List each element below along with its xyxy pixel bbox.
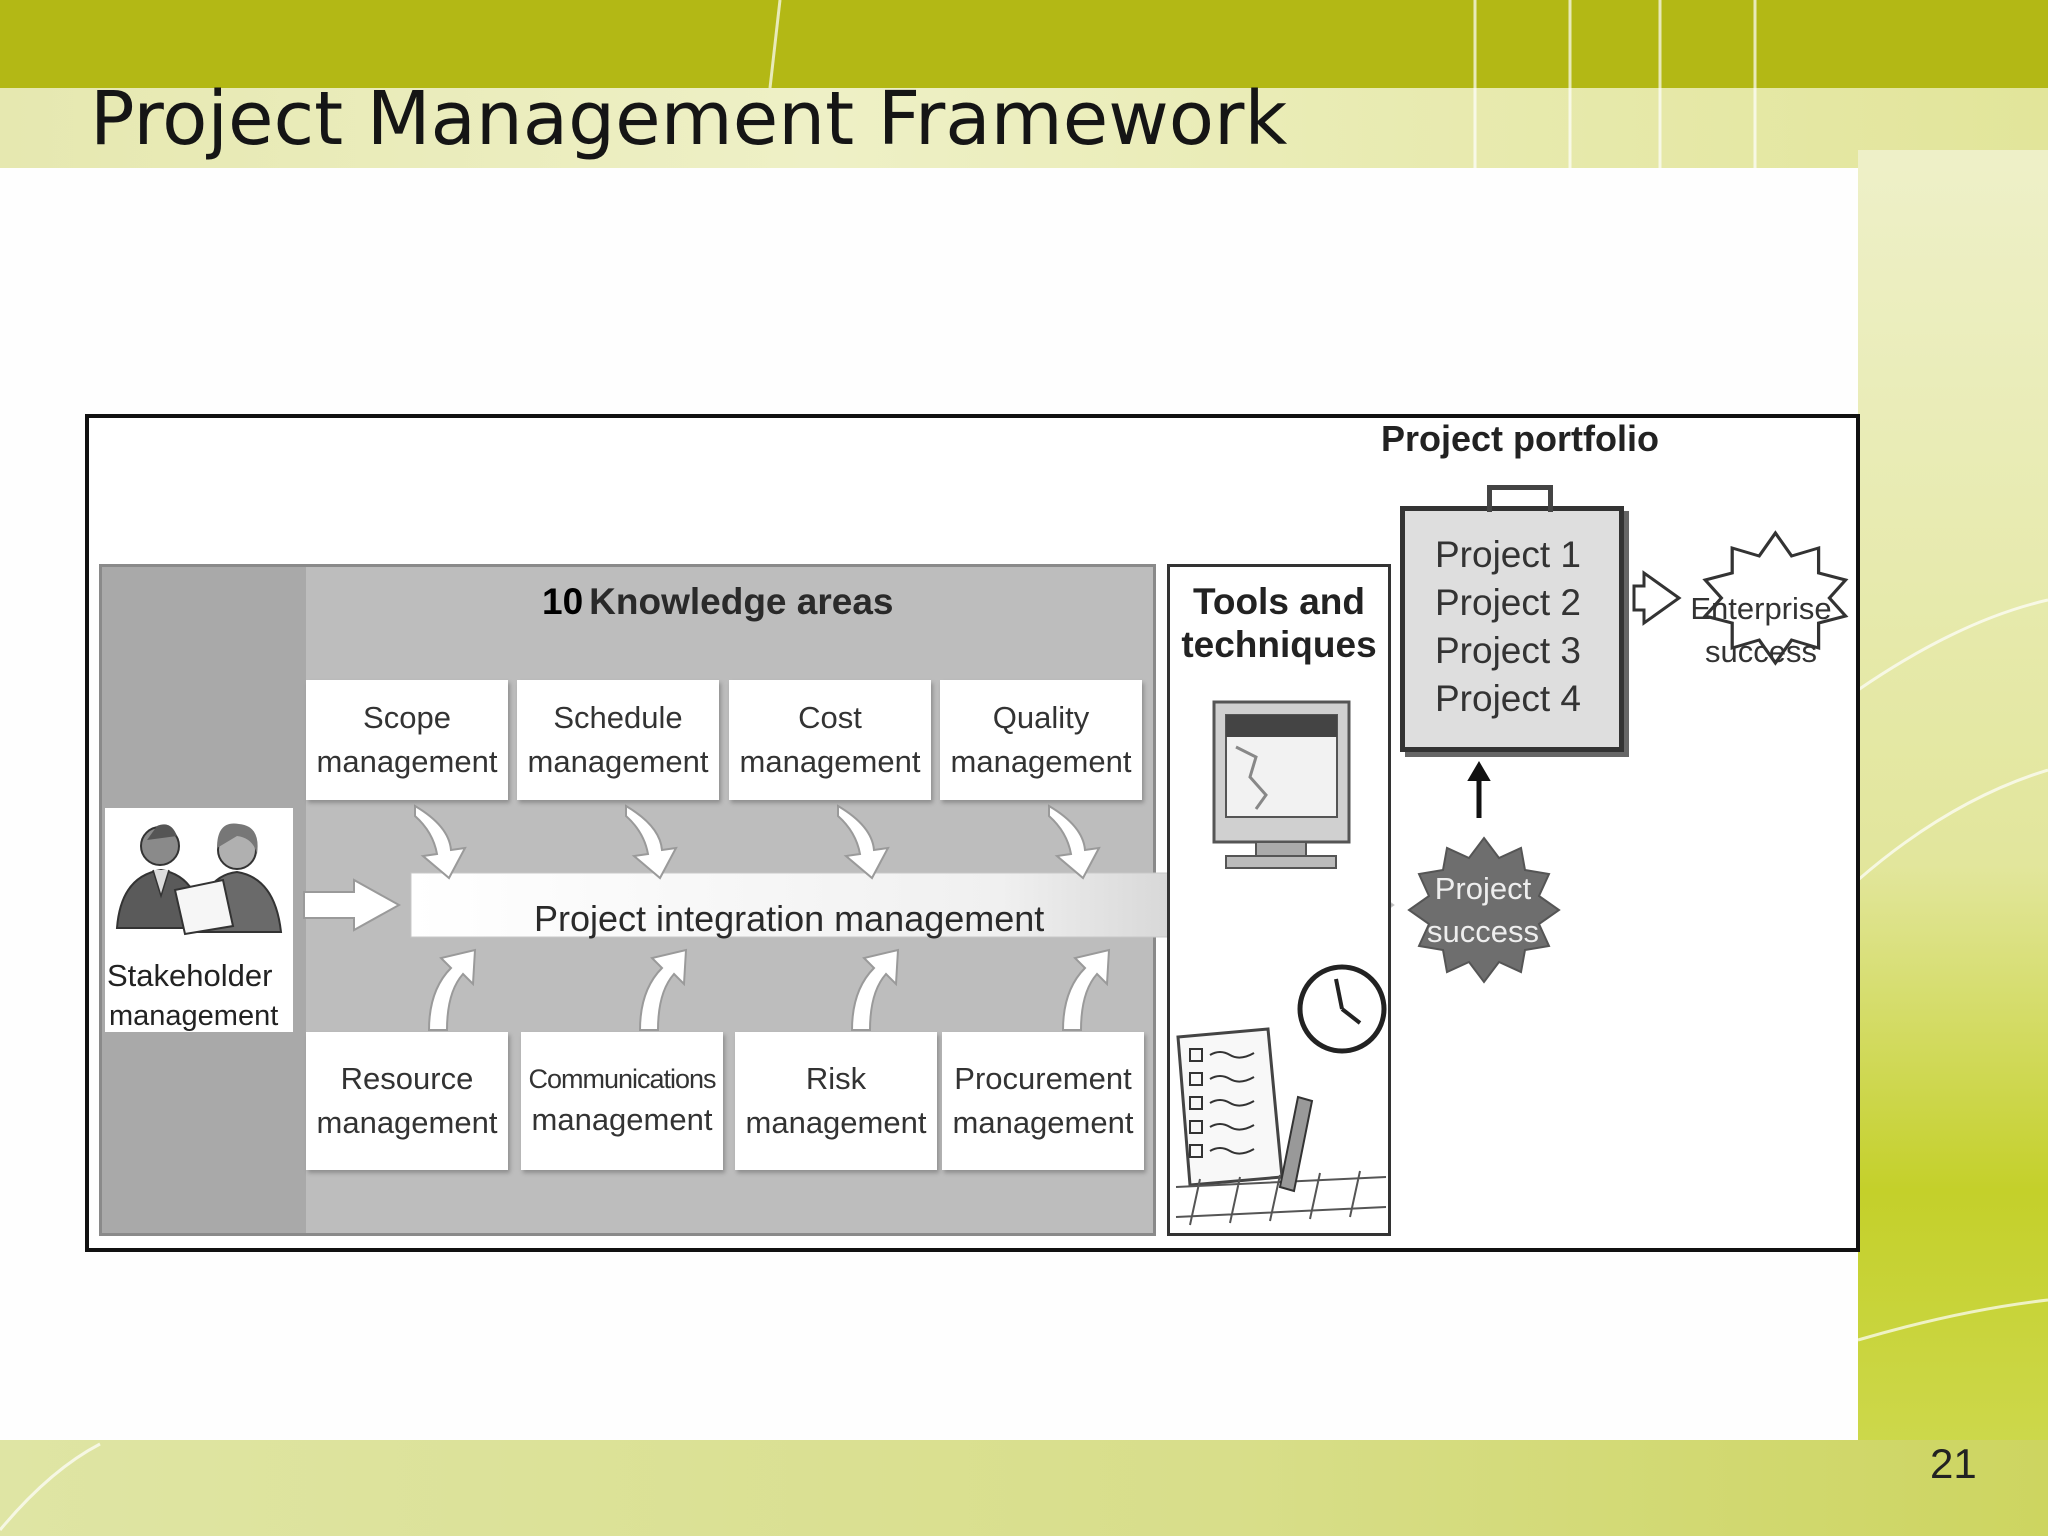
project-item: Project 1	[1435, 534, 1582, 575]
tools-title: Tools and techniques	[1181, 581, 1377, 665]
ka-procurement: Procurement management	[942, 1032, 1144, 1170]
bottom-decoration	[0, 1440, 2048, 1536]
ka-resource: Resource management	[306, 1032, 508, 1170]
stakeholder-label: Stakeholder management	[107, 958, 279, 1032]
portfolio-title: Project portfolio	[1381, 418, 1659, 459]
stakeholder-card: Stakeholder management	[105, 808, 293, 1032]
ka-scope: Scope management	[306, 680, 508, 800]
portfolio-briefcase: Project 1 Project 2 Project 3 Project 4	[1400, 485, 1624, 752]
project-success-burst	[1407, 836, 1561, 984]
ka-communications: Communications management	[521, 1032, 723, 1170]
briefcase-handle	[1487, 485, 1553, 512]
project-item: Project 3	[1435, 630, 1582, 671]
tools-panel: Tools and techniques	[1167, 564, 1391, 1236]
stakeholder-people-icon	[115, 823, 283, 936]
project-success-label: Project success	[1427, 871, 1539, 949]
right-decoration	[1858, 150, 2048, 1450]
checklist-icon	[1175, 1027, 1387, 1226]
ka-cost: Cost management	[729, 680, 931, 800]
knowledge-areas-label: Knowledge areas	[589, 581, 894, 622]
knowledge-areas-count: 10	[542, 581, 584, 622]
top-accent-bar	[0, 0, 2048, 88]
title-band	[0, 88, 2048, 168]
slide-title: Project Management Framework	[90, 76, 1288, 162]
enterprise-success-label: Enterprise success	[1690, 591, 1832, 669]
ka-schedule: Schedule management	[517, 680, 719, 800]
ka-risk: Risk management	[735, 1032, 937, 1170]
project-list: Project 1 Project 2 Project 3 Project 4	[1435, 531, 1581, 723]
integration-label: Project integration management	[534, 898, 1045, 939]
clock-icon	[1297, 964, 1387, 1054]
slide-number: 21	[1930, 1440, 1977, 1487]
project-item: Project 4	[1435, 678, 1582, 719]
project-item: Project 2	[1435, 582, 1582, 623]
computer-monitor-icon	[1212, 700, 1351, 869]
enterprise-success-burst	[1702, 530, 1849, 666]
ka-quality: Quality management	[940, 680, 1142, 800]
